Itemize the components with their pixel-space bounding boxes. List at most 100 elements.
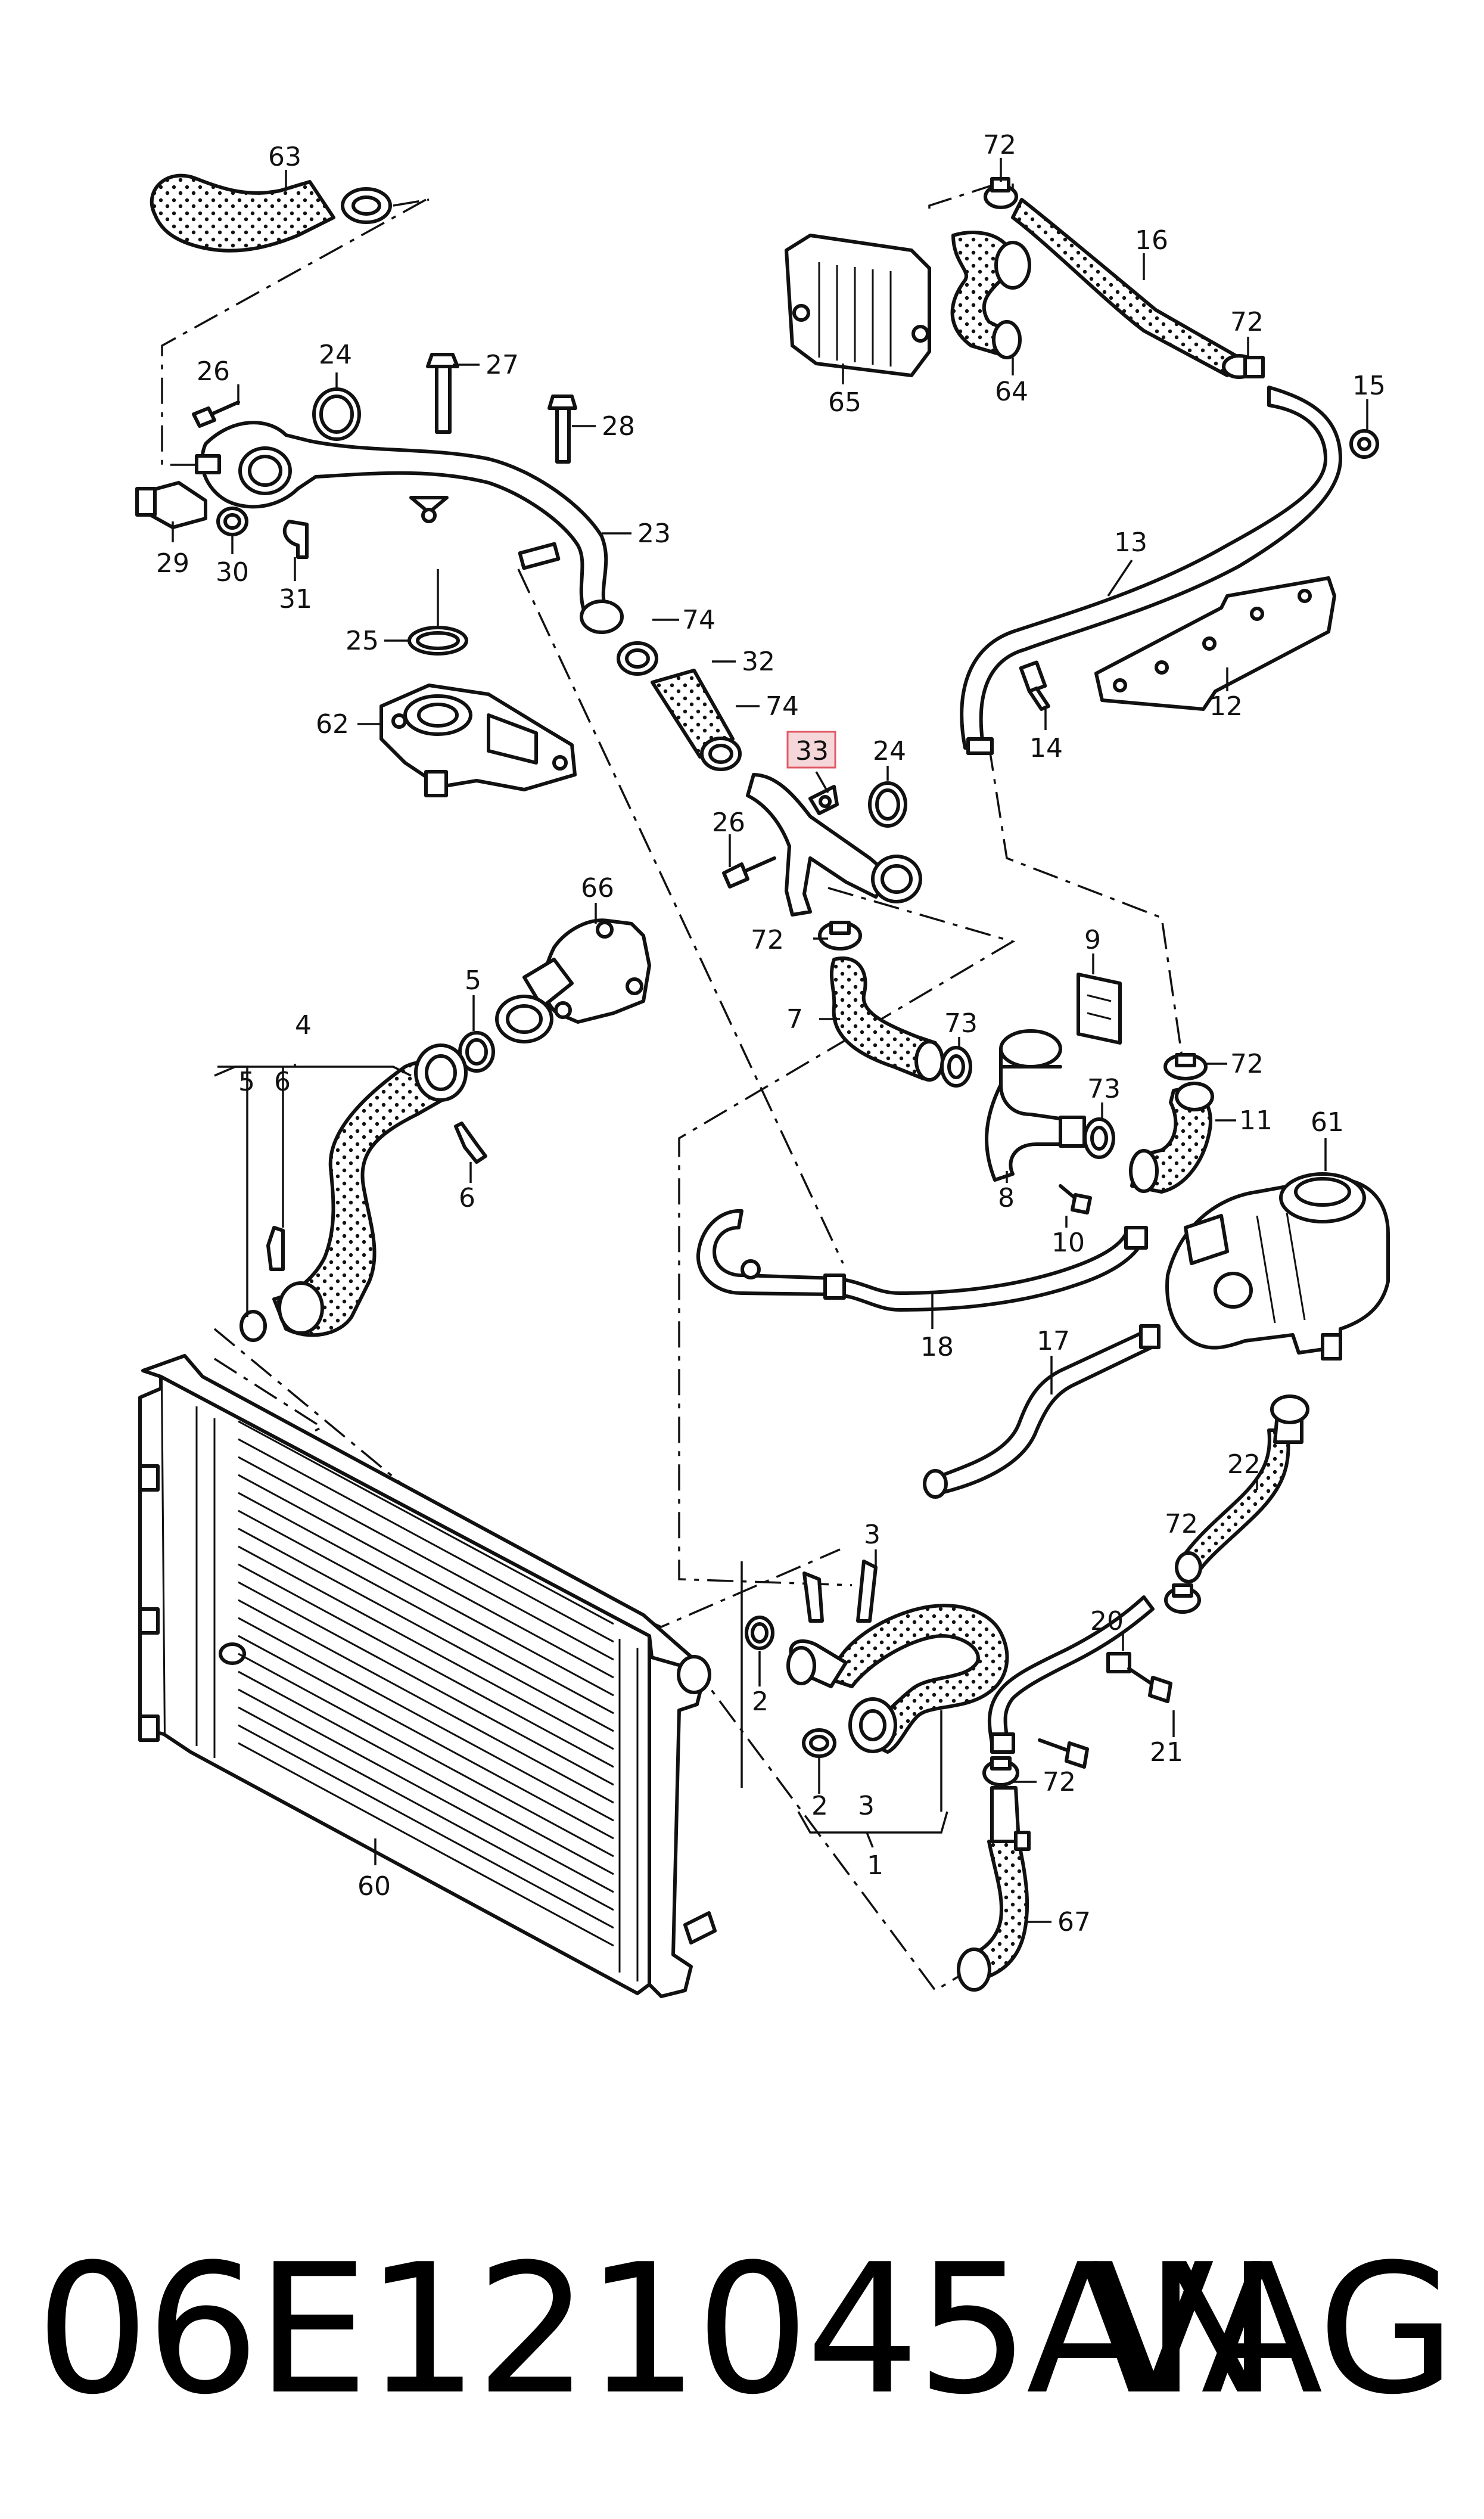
hose-32	[651, 669, 735, 759]
label-24-lower: 24	[873, 736, 906, 766]
label-74-upper: 74	[682, 605, 715, 635]
bracket-9	[1077, 973, 1122, 1045]
label-73-right: 73	[1087, 1074, 1121, 1104]
part-number: 06E121045AN	[36, 2226, 1278, 2434]
clip-6-upper	[454, 1122, 487, 1164]
oring-2-lower	[802, 1728, 836, 1758]
pipe-33	[746, 773, 922, 917]
label-32: 32	[742, 647, 775, 677]
label-72-upper-right: 72	[1230, 307, 1264, 337]
clamp-74-lower	[700, 737, 742, 771]
clamp-72-hose11	[1163, 1053, 1208, 1080]
valve-8	[985, 1029, 1086, 1182]
label-13: 13	[1114, 527, 1147, 558]
label-21: 21	[1150, 1737, 1183, 1768]
hose-22	[1175, 1394, 1309, 1583]
label-16: 16	[1135, 225, 1168, 256]
bolt-10	[1059, 1184, 1092, 1215]
sensor-29	[135, 481, 207, 529]
pipe-20	[987, 1595, 1155, 1754]
label-60: 60	[357, 1871, 391, 1902]
label-23: 23	[637, 518, 671, 549]
pipe-17	[923, 1324, 1161, 1499]
label-2-upper: 2	[752, 1686, 769, 1717]
label-64: 64	[995, 377, 1028, 407]
label-6-right: 6	[459, 1183, 475, 1213]
label-72-top: 72	[983, 130, 1016, 160]
gasket-12	[1094, 576, 1336, 711]
label-30: 30	[216, 557, 249, 588]
ring-5-lower	[239, 1310, 267, 1342]
label-15: 15	[1352, 371, 1386, 401]
bolt-14	[1019, 660, 1050, 711]
brand-name: VAG	[1092, 2226, 1456, 2434]
radiator-60	[138, 1354, 717, 1998]
clamp-74-upper	[617, 641, 658, 676]
label-72-pipe20: 72	[1165, 1509, 1198, 1539]
hose-63	[150, 173, 430, 253]
clamp-72-hose67	[982, 1756, 1019, 1787]
hose-7	[829, 956, 944, 1082]
expansion-tank-61	[1165, 1172, 1390, 1361]
bolt-26-top	[192, 400, 240, 428]
label-1: 1	[867, 1850, 883, 1881]
label-28: 28	[602, 411, 635, 442]
oring-24-lower	[868, 781, 907, 828]
label-11: 11	[1239, 1105, 1273, 1136]
label-8: 8	[998, 1183, 1015, 1213]
hose-16	[1011, 198, 1265, 379]
label-20: 20	[1090, 1606, 1124, 1636]
oring-2-upper	[745, 1616, 774, 1650]
label-6-left: 6	[274, 1067, 291, 1097]
label-74-lower: 74	[766, 691, 799, 722]
label-63: 63	[268, 142, 301, 172]
leader-lines	[172, 158, 1368, 1923]
highlight-box	[786, 731, 836, 769]
oring-25	[407, 569, 468, 656]
label-2-lower: 2	[811, 1791, 828, 1821]
label-9: 9	[1084, 925, 1101, 955]
label-3-top: 3	[864, 1520, 881, 1550]
oring-24-top	[312, 387, 361, 441]
label-61: 61	[1311, 1107, 1344, 1138]
label-62: 62	[316, 709, 349, 740]
oil-cooler-65	[785, 234, 931, 377]
label-17: 17	[1037, 1326, 1070, 1356]
bolt-27	[426, 353, 459, 434]
label-24-top: 24	[319, 340, 352, 370]
label-72-hose67: 72	[1043, 1767, 1076, 1797]
label-10: 10	[1051, 1228, 1085, 1258]
label-29: 29	[156, 548, 189, 579]
pipe-18	[696, 1209, 1148, 1312]
label-12: 12	[1209, 691, 1243, 722]
label-65: 65	[828, 387, 861, 418]
label-22: 22	[1227, 1449, 1261, 1480]
clips-3	[802, 1560, 878, 1623]
water-pump-62	[379, 684, 577, 797]
label-25: 25	[346, 626, 379, 656]
clamp-73-left	[940, 1046, 972, 1088]
label-14: 14	[1029, 733, 1063, 763]
hose-67	[957, 1786, 1031, 1992]
label-27: 27	[486, 350, 519, 380]
bolt-26-lower	[722, 856, 776, 889]
clamp-73-right	[1083, 1117, 1115, 1159]
clamp-72-hose7	[818, 921, 862, 951]
hose-4	[272, 1043, 468, 1337]
hose-64	[950, 231, 1031, 359]
label-72-hose11: 72	[1230, 1049, 1264, 1079]
label-5-upper: 5	[465, 965, 481, 996]
oring-5-upper	[458, 1031, 495, 1073]
hose-3	[786, 1604, 1009, 1754]
label-66: 66	[581, 873, 614, 903]
bolt-28	[547, 395, 577, 464]
clamp-72-top	[984, 177, 1018, 209]
label-33-highlighted: 33	[795, 736, 829, 766]
label-7: 7	[786, 1004, 803, 1035]
footer: 06E121045AN VAG	[36, 2226, 1456, 2434]
label-3-bottom: 3	[858, 1791, 875, 1821]
label-72-hose7: 72	[751, 925, 784, 955]
label-26-top: 26	[197, 356, 230, 387]
bolt-21-lower	[1038, 1738, 1089, 1769]
